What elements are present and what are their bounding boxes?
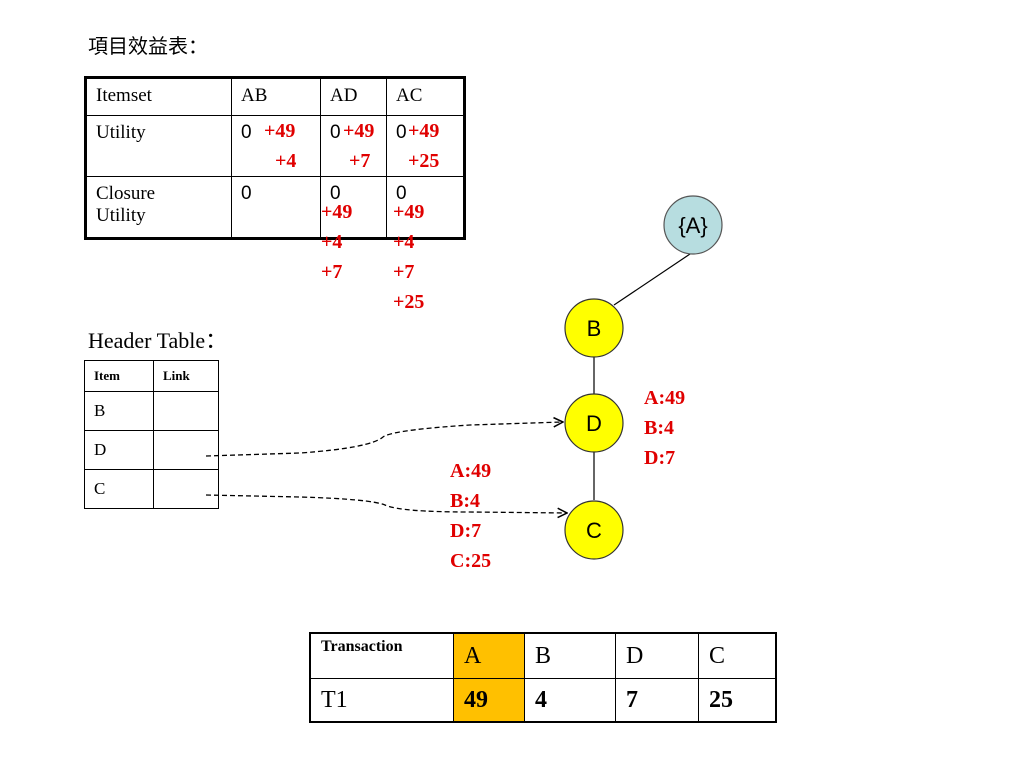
header-table-title: Header Table： [88, 328, 228, 353]
link-arrow-c [205, 494, 567, 513]
header-link-c [153, 469, 219, 509]
transaction-header-a: A [453, 632, 525, 679]
node-c-label: C [586, 518, 602, 543]
ad-closure-add-1: +49 [321, 201, 353, 223]
node-c-info-c: C:25 [450, 550, 492, 572]
ad-closure-add-3: +7 [321, 261, 343, 283]
transaction-value-a: 49 [453, 678, 525, 723]
ac-utility-add-1: +49 [408, 120, 440, 142]
utility-ab-value: 0 [231, 115, 321, 177]
closure-utility-row: Closure Utility 0 0 0 [85, 176, 465, 239]
utility-ac-value: 0 [386, 115, 465, 177]
node-c-info-a: A:49 [450, 460, 492, 482]
node-c-info-d: D:7 [450, 520, 482, 542]
transaction-header-label: Transaction [309, 632, 454, 679]
header-item-c: C [84, 469, 154, 509]
node-d-info-b: B:4 [644, 417, 674, 439]
node-b-label: B [587, 316, 602, 341]
node-d-info-a: A:49 [644, 387, 686, 409]
transaction-value-c: 25 [698, 678, 777, 723]
closure-ac-value: 0 [386, 176, 465, 239]
node-c-info-b: B:4 [450, 490, 480, 512]
header-item-d: D [84, 430, 154, 470]
header-item-b: B [84, 391, 154, 431]
utility-row: Utility 0 0 0 [85, 115, 465, 177]
node-d-info-d: D:7 [644, 447, 676, 469]
ac-utility-annotation: +49 +25 [408, 116, 439, 176]
header-table-row-b: B [84, 391, 219, 431]
utility-ad-value: 0 [320, 115, 387, 177]
node-d [564, 393, 624, 453]
closure-utility-label: Closure Utility [85, 176, 232, 239]
node-root [663, 195, 723, 255]
transaction-table: Transaction A B D C T1 49 4 7 25 [309, 632, 777, 723]
ad-utility-annotation: +49 +7 [343, 116, 374, 176]
edge-root-b [613, 251, 694, 306]
closure-ab-value: 0 [231, 176, 321, 239]
ab-utility-add-2: +4 [275, 150, 297, 172]
ac-closure-annotation: +49 +4 +7 +25 [393, 197, 424, 317]
header-table: Item Link B D C [84, 360, 219, 509]
closure-label-line1: Closure [96, 183, 156, 204]
utility-row-label: Utility [85, 115, 232, 177]
ac-closure-add-4: +25 [393, 291, 425, 313]
header-table-row-c: C [84, 469, 219, 509]
header-col-link: Link [153, 360, 219, 392]
link-arrow-d [205, 422, 563, 457]
transaction-header-c: C [698, 632, 777, 679]
transaction-value-d: 7 [615, 678, 699, 723]
ad-closure-annotation: +49 +4 +7 [321, 197, 352, 287]
closure-ad-value: 0 [320, 176, 387, 239]
transaction-header-row: Transaction A B D C [309, 632, 777, 679]
node-c [564, 500, 624, 560]
ac-utility-add-2: +25 [408, 150, 440, 172]
transaction-id: T1 [309, 678, 454, 723]
transaction-row-t1: T1 49 4 7 25 [309, 678, 777, 723]
closure-label-line2: Utility [96, 205, 146, 226]
node-root-label: {A} [678, 213, 707, 238]
utility-table: Itemset AB AD AC Utility 0 0 0 Closure U… [84, 76, 466, 240]
ab-utility-add-1: +49 [264, 120, 296, 142]
transaction-value-b: 4 [524, 678, 616, 723]
transaction-header-d: D [615, 632, 699, 679]
page-title: 項目效益表： [88, 36, 208, 58]
ab-utility-annotation: +49 +4 [264, 116, 296, 176]
header-cell-ab: AB [231, 77, 321, 116]
node-d-info: A:49 B:4 D:7 [644, 383, 685, 473]
ad-closure-add-2: +4 [321, 231, 343, 253]
transaction-header-b: B [524, 632, 616, 679]
ad-utility-add-2: +7 [349, 150, 371, 172]
node-b [564, 298, 624, 358]
ac-closure-add-3: +7 [393, 261, 415, 283]
ac-closure-add-2: +4 [393, 231, 415, 253]
utility-table-header-row: Itemset AB AD AC [85, 77, 465, 116]
header-table-header-row: Item Link [84, 360, 219, 392]
ac-closure-add-1: +49 [393, 201, 425, 223]
node-c-info: A:49 B:4 D:7 C:25 [450, 456, 491, 576]
header-cell-ad: AD [320, 77, 387, 116]
header-cell-itemset: Itemset [85, 77, 232, 116]
ad-utility-add-1: +49 [343, 120, 375, 142]
node-d-label: D [586, 411, 602, 436]
